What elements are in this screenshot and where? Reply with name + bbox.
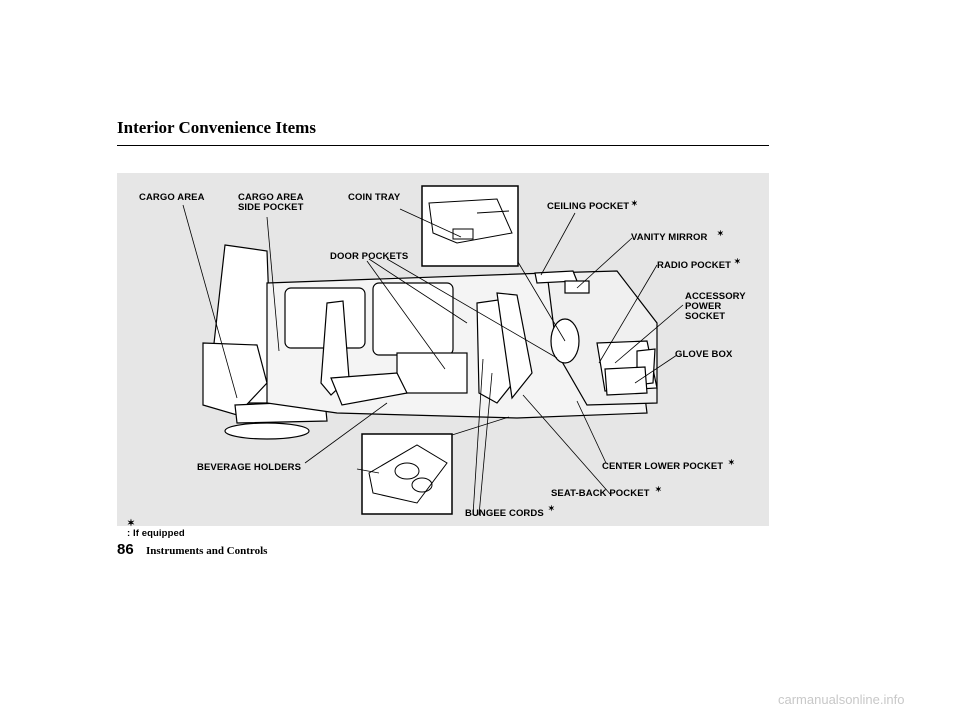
if-equipped-star-icon: ✶	[717, 229, 724, 238]
label-door-pockets: DOOR POCKETS	[330, 251, 409, 262]
label-vanity-mirror: VANITY MIRROR	[631, 232, 708, 243]
page-title: Interior Convenience Items	[117, 118, 316, 137]
illustration-panel: CARGO AREA CARGO AREA SIDE POCKET COIN T…	[117, 173, 769, 539]
label-beverage-holders: BEVERAGE HOLDERS	[197, 462, 302, 473]
label-ceiling-pocket: CEILING POCKET	[547, 201, 630, 212]
if-equipped-star-icon: ✶	[728, 458, 735, 467]
label-seat-back-pocket: SEAT-BACK POCKET	[551, 488, 650, 499]
title-rule	[117, 145, 769, 146]
label-radio-pocket: RADIO POCKET	[657, 260, 732, 271]
if-equipped-star-icon: ✶	[734, 257, 741, 266]
label-cargo-area: CARGO AREA	[139, 192, 205, 203]
if-equipped-star-icon: ✶	[548, 504, 555, 513]
legend-text: : If equipped	[127, 528, 185, 539]
label-accessory-power-socket: ACCESSORY POWER SOCKET	[685, 291, 746, 322]
watermark: carmanualsonline.info	[778, 692, 905, 707]
if-equipped-legend: ✶ : If equipped	[127, 509, 185, 539]
label-center-lower-pocket: CENTER LOWER POCKET	[602, 461, 724, 472]
vehicle-interior-illustration	[182, 185, 684, 516]
label-bungee-cords: BUNGEE CORDS	[465, 508, 544, 519]
page-number: 86	[117, 541, 134, 558]
label-glove-box: GLOVE BOX	[675, 349, 733, 360]
section-name: Instruments and Controls	[146, 545, 268, 557]
label-coin-tray: COIN TRAY	[348, 192, 401, 203]
if-equipped-star-icon: ✶	[655, 485, 662, 494]
if-equipped-star-icon: ✶	[127, 518, 136, 529]
label-cargo-side-pocket: CARGO AREA SIDE POCKET	[238, 192, 304, 213]
if-equipped-star-icon: ✶	[631, 199, 638, 208]
